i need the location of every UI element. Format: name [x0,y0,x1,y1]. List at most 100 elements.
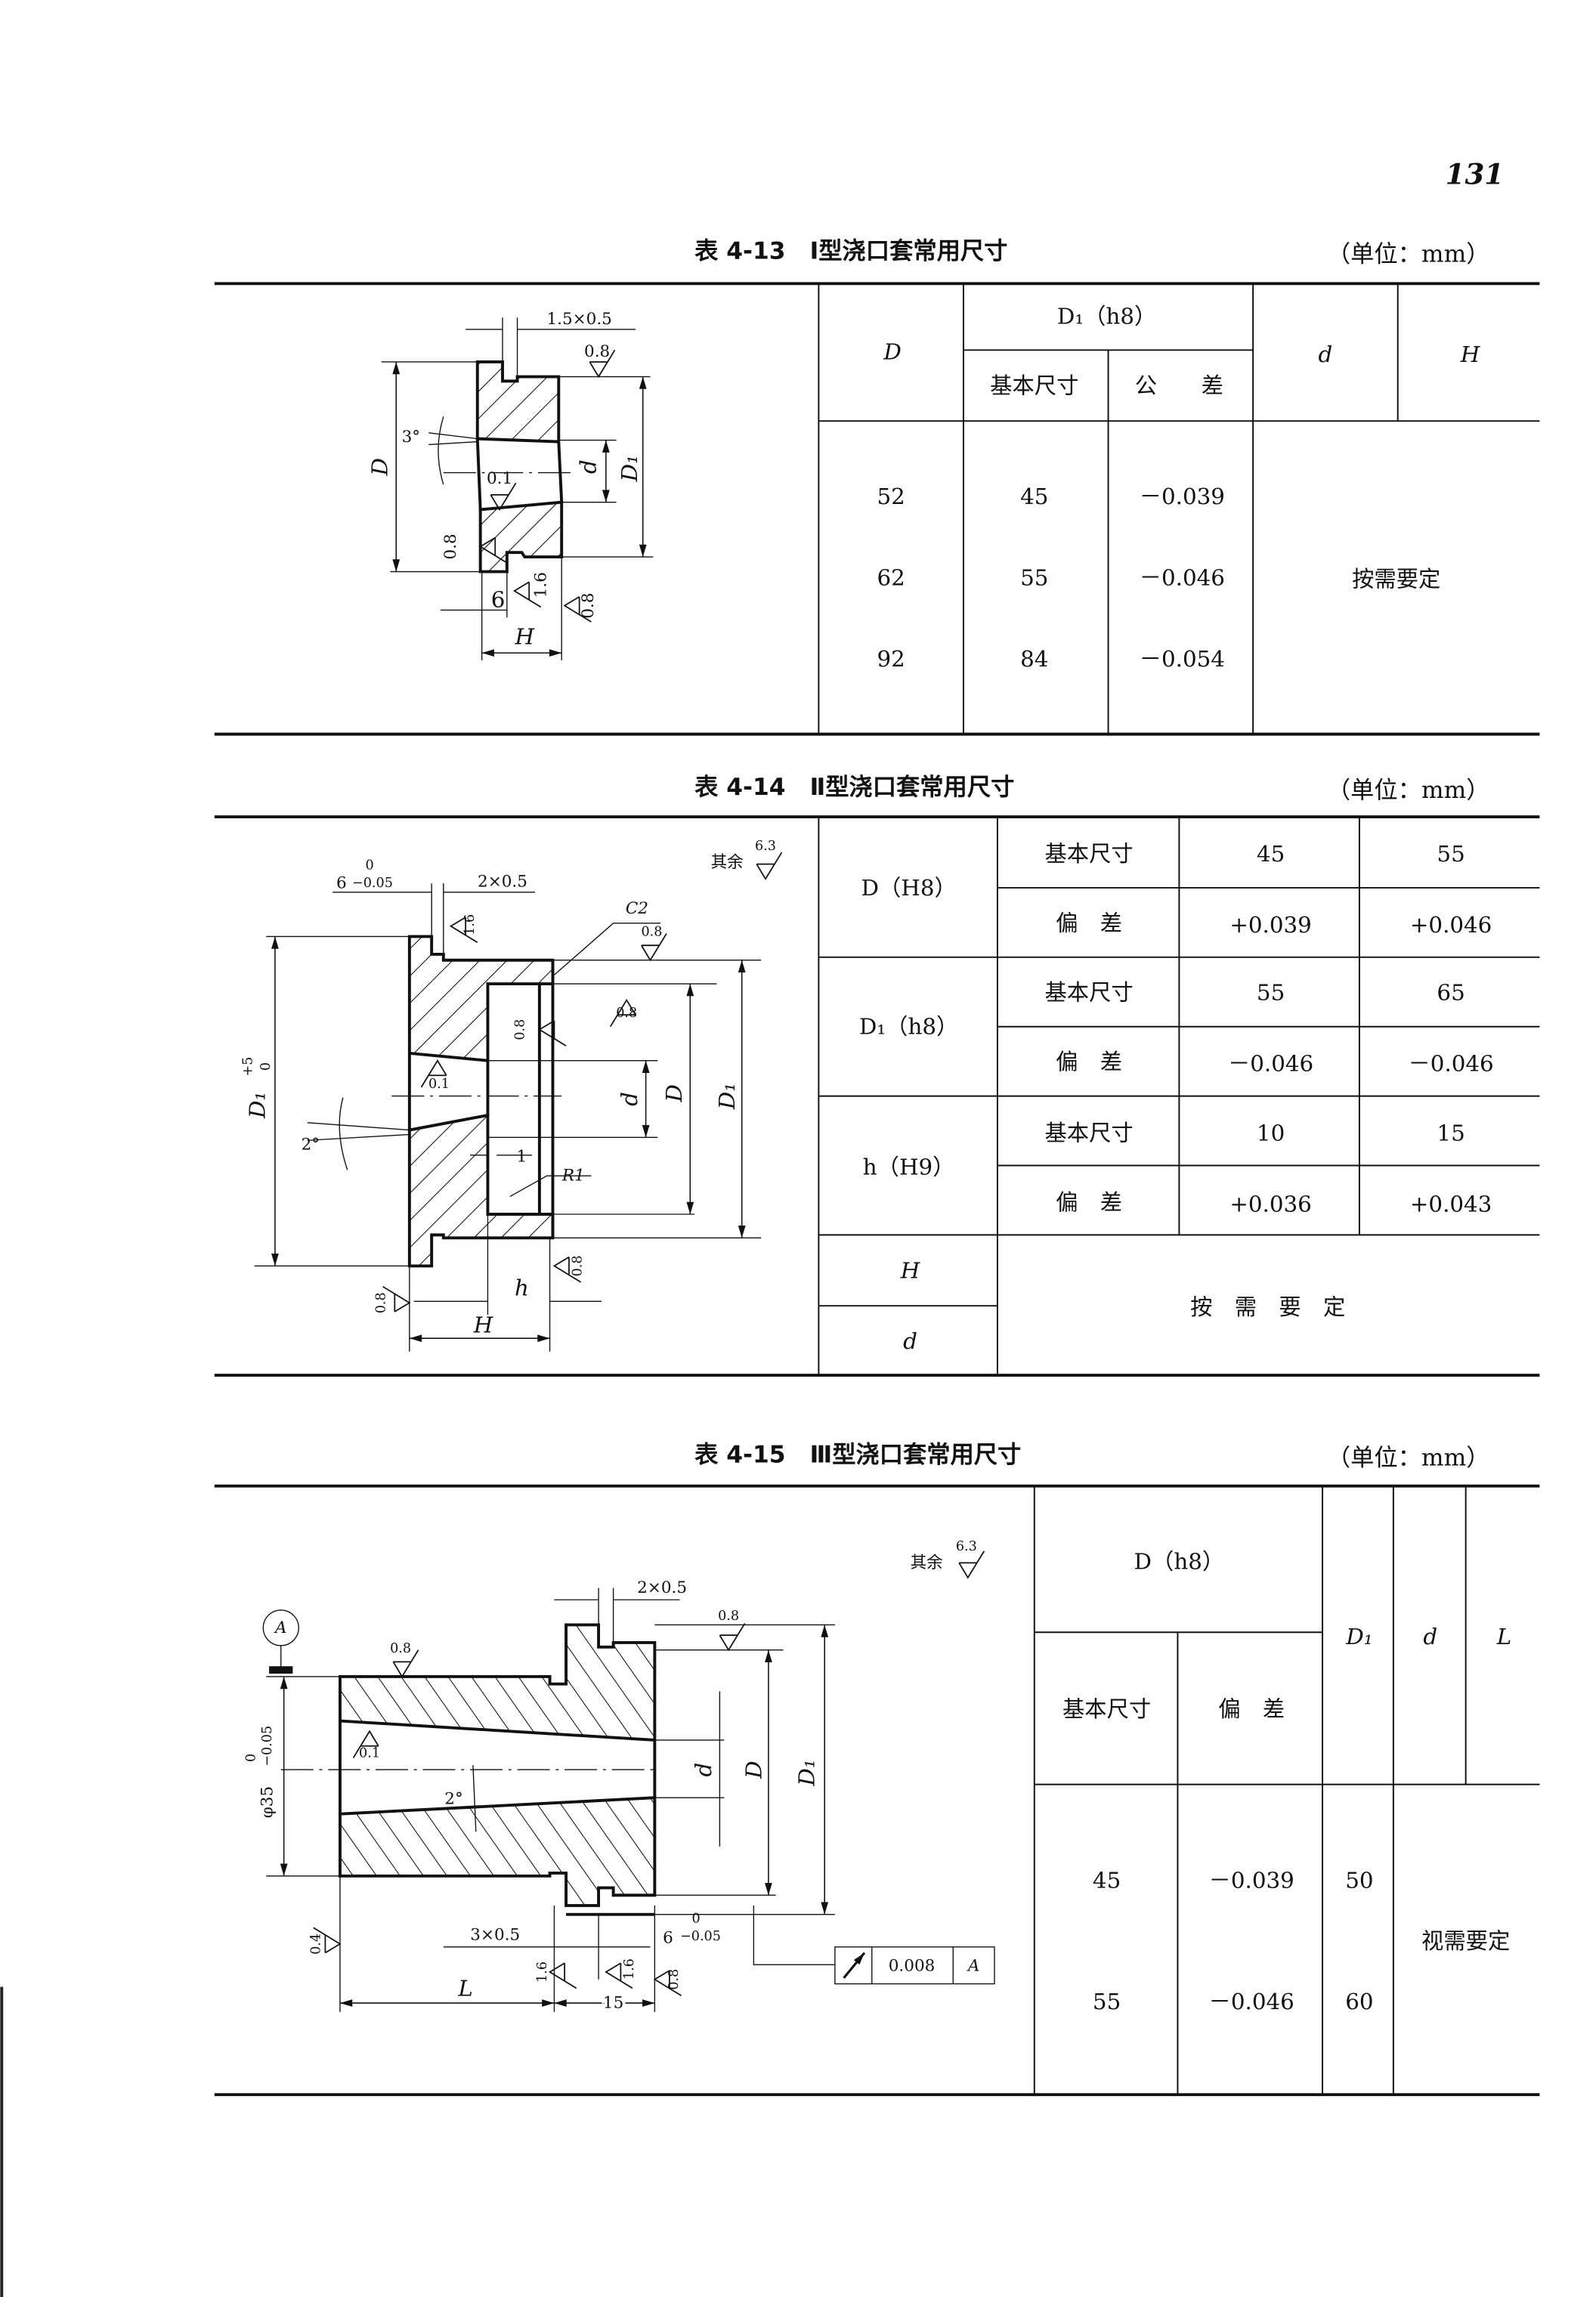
label-H: H [515,624,536,650]
label-h: h [515,1275,529,1301]
table-4-13: 表 4-13 Ⅰ型浇口套常用尺寸 （单位：mm） D D₁（h8） 基本尺寸 公… [214,237,1540,736]
cell-note: 视需要定 [1421,1928,1510,1954]
page-number: 131 [1446,158,1505,191]
table-grid [818,283,1540,734]
surface-roughness-icon [420,1059,447,1088]
label-D1: D₁ [714,1083,740,1110]
cell: －0.046 [1228,1051,1313,1077]
label-D1-lower-dev: 0 [258,1062,274,1071]
label-D1: D₁ [617,455,642,482]
label-L: L [457,1975,472,2001]
table-row: 55 －0.046 60 [1093,1989,1374,2014]
table-row: 62 55 －0.046 [877,564,1225,590]
table-row-group: D（H8） 基本尺寸 偏 差 45 55 +0.039 +0.046 [861,841,1492,938]
label-d: d [617,1092,642,1106]
surface-roughness-icon [490,482,517,512]
surface-roughness-icon [313,1927,342,1954]
label-six-upper-dev: 0 [692,1912,701,1927]
group-label: D（H8） [861,875,956,901]
header-D: D（h8） [1134,1548,1225,1574]
label-roughness-face: 0.4 [309,1934,324,1955]
cell: －0.046 [1408,1051,1493,1077]
cell: +0.039 [1229,912,1311,938]
section-upper [338,1623,657,1742]
header-deviation: 偏 差 [1218,1696,1285,1722]
basic-label: 基本尺寸 [1044,1120,1133,1145]
section-lower [478,500,564,573]
header-basic-size: 基本尺寸 [990,373,1078,398]
label-roughness-1-6-b: 1.6 [622,1958,637,1980]
label-roughness-bore: 0.1 [487,469,512,488]
table-row: 45 －0.039 50 [1093,1868,1374,1894]
label-angle: 3° [402,428,420,447]
label-D: D [661,1084,687,1103]
header-H: H [1460,342,1481,367]
cell-tol: －0.039 [1140,484,1225,509]
cell: +0.043 [1410,1191,1492,1217]
label-D1: D₁ [794,1759,820,1786]
surface-roughness-icon [548,1962,577,1989]
label-roughness-recess: 0.8 [512,1019,527,1040]
label-roughness-left: 0.8 [374,1292,389,1313]
label-groove-2: 3×0.5 [470,1926,520,1945]
label-one: 1 [517,1147,527,1166]
label-phi-lower-dev: −0.05 [260,1726,275,1767]
surface-roughness-icon [552,1256,582,1283]
label-roughness-right: 0.8 [579,592,598,618]
surface-roughness-icon [392,1649,419,1678]
label-roughness-left: 0.8 [441,533,460,559]
label-groove: 2×0.5 [478,873,527,892]
cell-basic: 55 [1020,564,1048,590]
runout-tolerance-frame: 0.008 A [834,1946,995,1985]
cell-basic: 84 [1020,646,1048,672]
label-phi35: φ35 [258,1786,277,1818]
surface-roughness-icon [609,998,636,1028]
table-row: 92 84 －0.054 [877,646,1225,672]
cell: 10 [1257,1120,1285,1145]
cell-D: 62 [877,564,905,590]
label-D1-tolerance: D₁ [244,1092,270,1119]
surface-roughness-icon [382,1286,411,1312]
label-rest: 其余 [711,853,744,872]
cell: 65 [1437,980,1465,1006]
label-groove: 1.5×0.5 [546,310,611,329]
label-rest-value: 6.3 [755,839,776,854]
surface-roughness-icon [756,852,783,880]
header-tolerance: 公 差 [1135,373,1223,398]
label-rest: 其余 [911,1553,944,1572]
label-H: H [473,1312,494,1338]
table-grid [1033,1485,1540,2095]
tolerance-value: 0.008 [889,1957,936,1976]
cell-deviation: －0.046 [1209,1989,1294,2014]
table-number: 表 4-14 [694,774,785,801]
label-roughness-bore: 0.1 [428,1077,450,1092]
header-d: d [1319,342,1333,367]
label-six-lower-dev: −0.05 [680,1929,721,1944]
label-chamfer: C2 [626,899,648,918]
cell-deviation: －0.039 [1209,1868,1294,1894]
cell-note: 按 需 要 定 [1190,1294,1345,1320]
tolerance-datum: A [967,1957,980,1976]
cell: 55 [1257,980,1285,1006]
label-roughness-1-6-a: 1.6 [535,1962,550,1983]
label-roughness-1-6: 1.6 [531,572,550,598]
cell: +0.036 [1229,1191,1311,1217]
label-six: 6 [491,587,506,613]
section-upper [475,360,561,444]
section-lower [407,1113,555,1268]
drawing-type-1-sprue-bushing: 1.5×0.5 0.8 3° D d D₁ 0.1 0.8 6 1.6 0.8 … [367,310,654,660]
cell: 45 [1257,841,1285,867]
roughness-symbols [313,349,985,1996]
label-six-lower-dev: −0.05 [352,876,393,891]
table-number: 表 4-15 [694,1442,785,1469]
table-grid [818,817,1540,1376]
cell-basic: 45 [1093,1868,1121,1894]
label-roughness-top: 0.8 [718,1609,739,1624]
label-roughness-bore: 0.1 [359,1746,380,1761]
row-label-H: H [900,1257,921,1283]
table-unit: （单位：mm） [1327,240,1490,267]
row-label-d: d [903,1328,917,1354]
label-D1-upper-dev: +5 [241,1057,256,1077]
surface-roughness-icon [719,1623,746,1652]
label-roughness-top: 0.8 [584,342,610,361]
